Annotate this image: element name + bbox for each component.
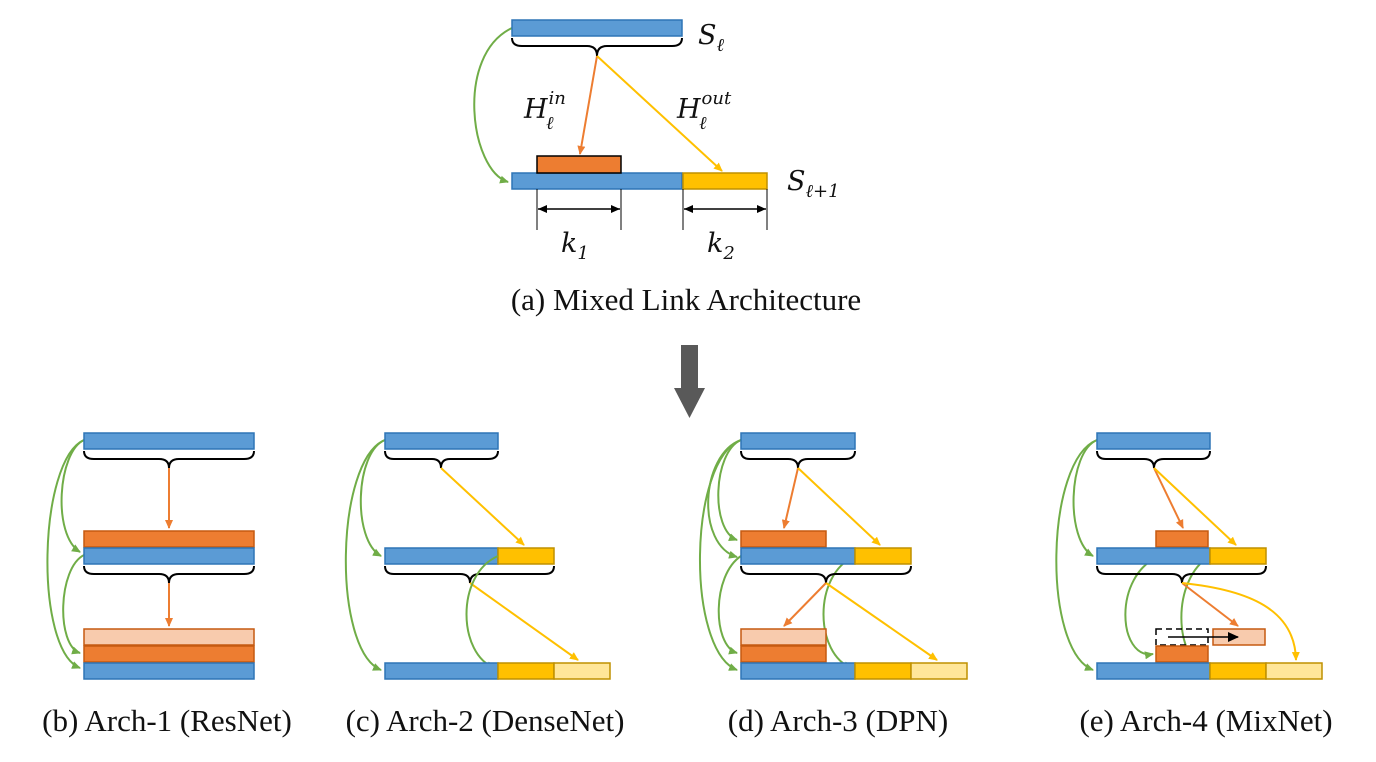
caption-a: (a) Mixed Link Architecture [511,282,861,317]
green-skip-arrow [473,27,513,184]
label-s-l: Sℓ [698,20,725,56]
label-h-out: Hout [676,88,732,125]
panel-a: Sℓ Sℓ+1 Hin ℓ Hout ℓ k1 k2 (a) Mixed Lin… [473,19,861,317]
h-in-arrow [577,55,598,155]
label-h-in-sub: ℓ [546,113,554,134]
down-arrow-icon [674,345,705,418]
label-h-in: Hin [523,88,566,125]
label-s-l1: Sℓ+1 [787,166,840,202]
panel-d: (d) Arch-3 (DPN) [699,432,968,738]
label-h-out-sub: ℓ [699,113,707,134]
caption-d: (d) Arch-3 (DPN) [728,703,948,738]
panel-b: (b) Arch-1 (ResNet) [42,432,292,738]
caption-e: (e) Arch-4 (MixNet) [1079,703,1332,738]
caption-b: (b) Arch-1 (ResNet) [42,703,292,738]
h-out-arrow [596,55,723,172]
label-k1: k1 [561,228,589,264]
caption-c: (c) Arch-2 (DenseNet) [346,703,625,738]
inner-link-block [536,155,622,174]
k1-dimension [536,189,622,230]
state-block-s-l [511,19,683,37]
label-k2: k2 [707,228,735,264]
s-l1-base [511,172,683,190]
panel-e: (e) Arch-4 (MixNet) [1055,432,1333,738]
panel-c: (c) Arch-2 (DenseNet) [344,432,625,738]
outer-link-block [682,172,768,190]
brace [511,37,683,57]
k2-dimension [682,189,768,230]
